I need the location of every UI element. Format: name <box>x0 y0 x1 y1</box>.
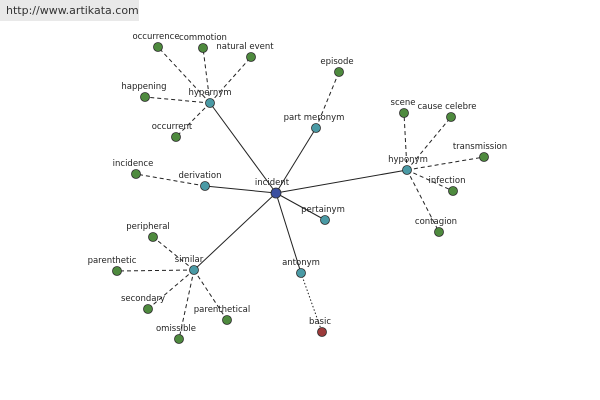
edge-part-meronym-episode <box>315 71 340 129</box>
node-antonym[interactable] <box>296 268 306 278</box>
label-part-meronym: part meronym <box>284 113 345 123</box>
node-incidence[interactable] <box>131 169 141 179</box>
edge-hyponym-scene <box>403 112 408 171</box>
node-transmission[interactable] <box>479 152 489 162</box>
node-secondary[interactable] <box>143 304 153 314</box>
label-derivation: derivation <box>178 171 221 181</box>
label-occurrence: occurrence <box>132 32 179 42</box>
node-incident[interactable] <box>270 187 282 199</box>
node-contagion[interactable] <box>434 227 444 237</box>
label-parenthetic: parenthetic <box>88 256 137 266</box>
edge-hypernym-happening <box>144 96 211 104</box>
label-contagion: contagion <box>415 217 457 227</box>
label-antonym: antonym <box>282 258 320 268</box>
edge-hyponym-infection <box>406 169 454 192</box>
node-hyponym[interactable] <box>402 165 412 175</box>
label-secondary: secondary <box>121 294 165 304</box>
edge-hyponym-transmission <box>406 156 485 171</box>
label-happening: happening <box>121 82 166 92</box>
label-peripheral: peripheral <box>126 222 170 232</box>
node-pertainym[interactable] <box>320 215 330 225</box>
label-hyponym: hyponym <box>388 155 428 165</box>
label-omissible: omissible <box>156 324 196 334</box>
edge-hyponym-contagion <box>406 169 440 233</box>
node-parenthetic[interactable] <box>112 266 122 276</box>
edge-incident-derivation <box>204 185 277 194</box>
label-incidence: incidence <box>113 159 154 169</box>
label-cause-celebre: cause celebre <box>417 102 476 112</box>
edge-similar-parenthetical <box>193 269 228 321</box>
edge-hypernym-natural-event <box>209 56 252 104</box>
node-infection[interactable] <box>448 186 458 196</box>
label-commotion: commotion <box>179 33 227 43</box>
node-derivation[interactable] <box>200 181 210 191</box>
label-infection: infection <box>429 176 466 186</box>
edge-hyponym-cause-celebre <box>406 116 452 171</box>
edge-similar-parenthetic <box>116 269 195 272</box>
node-basic[interactable] <box>317 327 327 337</box>
edge-incident-pertainym <box>275 192 326 221</box>
label-parenthetical: parenthetical <box>194 305 250 315</box>
edge-hypernym-occurrence <box>157 46 211 104</box>
edge-similar-secondary <box>147 269 195 310</box>
label-natural-event: natural event <box>216 42 274 52</box>
label-transmission: transmission <box>453 142 507 152</box>
node-scene[interactable] <box>399 108 409 118</box>
edge-incident-hyponym <box>275 169 408 194</box>
node-episode[interactable] <box>334 67 344 77</box>
node-part-meronym[interactable] <box>311 123 321 133</box>
node-hypernym[interactable] <box>205 98 215 108</box>
label-occurrent: occurrent <box>152 122 193 132</box>
label-incident: incident <box>255 178 290 188</box>
edge-incident-antonym <box>275 192 302 274</box>
edge-similar-peripheral <box>152 236 195 271</box>
node-occurrent[interactable] <box>171 132 181 142</box>
edge-incident-hypernym <box>209 102 277 194</box>
node-occurrence[interactable] <box>153 42 163 52</box>
edge-incident-part-meronym <box>275 127 317 194</box>
edges-layer <box>116 46 485 340</box>
label-pertainym: pertainym <box>301 205 345 215</box>
node-happening[interactable] <box>140 92 150 102</box>
label-similar: similar <box>175 255 204 265</box>
label-scene: scene <box>391 98 416 108</box>
node-cause-celebre[interactable] <box>446 112 456 122</box>
node-similar[interactable] <box>189 265 199 275</box>
label-hypernym: hypernym <box>188 88 231 98</box>
nodes-layer <box>112 42 489 344</box>
edge-hypernym-occurrent <box>175 102 211 138</box>
node-parenthetical[interactable] <box>222 315 232 325</box>
node-commotion[interactable] <box>198 43 208 53</box>
node-natural-event[interactable] <box>246 52 256 62</box>
node-peripheral[interactable] <box>148 232 158 242</box>
label-basic: basic <box>309 317 331 327</box>
edge-derivation-incidence <box>135 173 206 187</box>
node-omissible[interactable] <box>174 334 184 344</box>
edge-similar-omissible <box>178 269 195 340</box>
label-episode: episode <box>320 57 353 67</box>
edge-hypernym-commotion <box>202 47 211 104</box>
edge-incident-similar <box>193 192 277 271</box>
watermark-url: http://www.artikata.com <box>0 0 139 21</box>
